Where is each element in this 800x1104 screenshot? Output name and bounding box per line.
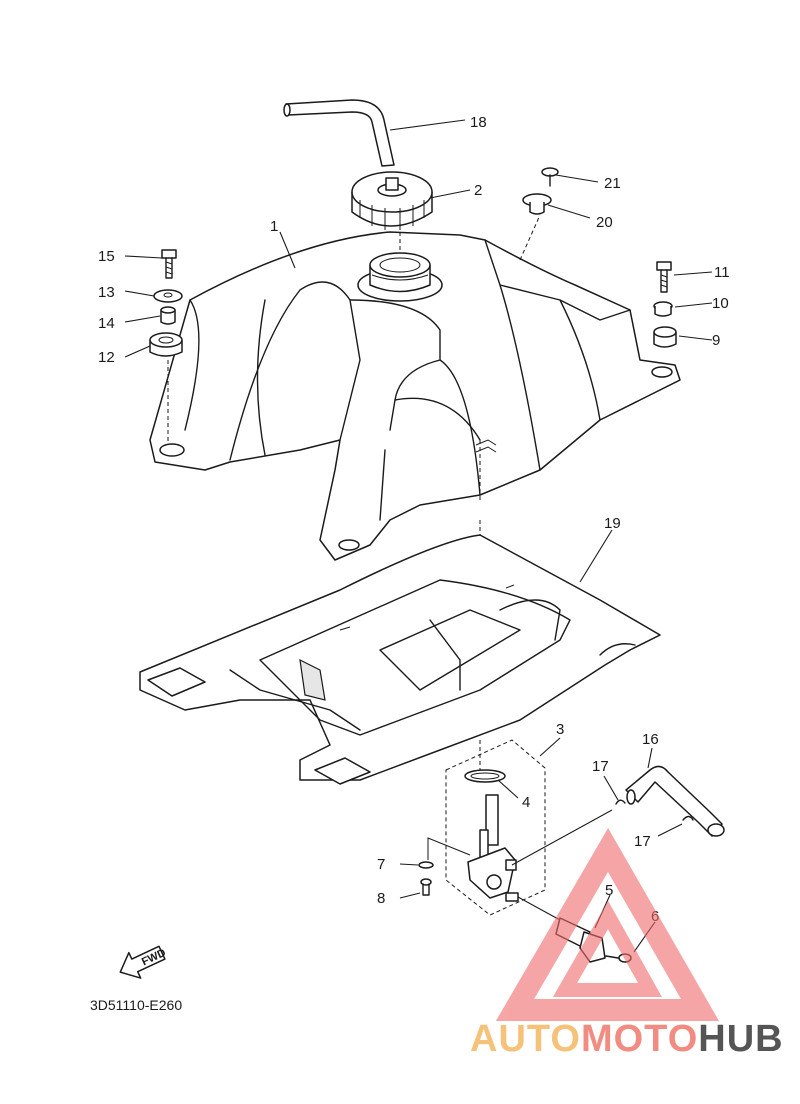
- breather-hose: [283, 99, 395, 167]
- callout-2: 2: [474, 182, 482, 199]
- callout-13: 13: [98, 284, 115, 301]
- callout-16: 16: [642, 731, 659, 748]
- callout-19: 19: [604, 515, 621, 532]
- fuel-cap: [351, 171, 433, 230]
- callout-17-upper: 17: [592, 758, 609, 775]
- callout-1: 1: [270, 218, 278, 235]
- washer-13: [153, 289, 183, 303]
- callout-20: 20: [596, 214, 613, 231]
- watermark-part-hub: HUB: [698, 1018, 784, 1060]
- callout-10: 10: [712, 295, 729, 312]
- watermark-logo-icon: [495, 828, 720, 1021]
- watermark-part-moto: MOTO: [580, 1018, 699, 1060]
- o-ring-4: [464, 769, 506, 783]
- callout-8: 8: [377, 890, 385, 907]
- callout-21: 21: [604, 175, 621, 192]
- fuel-hose-16: [625, 765, 725, 837]
- watermark-text: AUTOMOTOHUB: [470, 1018, 784, 1061]
- damper-9: [653, 326, 677, 348]
- bolt-11: [656, 261, 672, 293]
- callout-9: 9: [712, 332, 720, 349]
- callout-5: 5: [605, 882, 613, 899]
- callout-7: 7: [377, 856, 385, 873]
- watermark-part-auto: AUTO: [470, 1018, 581, 1060]
- screw-21: [541, 167, 559, 187]
- clip-17b: [682, 815, 694, 821]
- fwd-arrow-icon: FWD: [119, 945, 168, 979]
- diagram-code: 3D51110-E260: [90, 997, 182, 1013]
- grommet-20: [522, 193, 552, 215]
- damper-12: [149, 332, 183, 357]
- callout-18: 18: [470, 114, 487, 131]
- bolt-15: [161, 249, 177, 279]
- fuel-tank: [149, 231, 681, 561]
- callout-4: 4: [522, 794, 530, 811]
- washer-7: [418, 861, 434, 869]
- callout-12: 12: [98, 349, 115, 366]
- clip-17a: [615, 799, 626, 805]
- callout-11: 11: [714, 264, 730, 281]
- tank-tray: [139, 534, 661, 785]
- collar-10: [653, 301, 673, 317]
- screw-8: [420, 878, 432, 896]
- callout-14: 14: [98, 315, 115, 332]
- fwd-label: FWD: [140, 947, 168, 968]
- fuel-cock-assembly-outline: [445, 739, 546, 916]
- fuel-cock: [467, 794, 519, 902]
- callout-15: 15: [98, 248, 115, 265]
- callout-3: 3: [556, 721, 564, 738]
- collar-14: [160, 306, 176, 325]
- callout-17-lower: 17: [634, 833, 651, 850]
